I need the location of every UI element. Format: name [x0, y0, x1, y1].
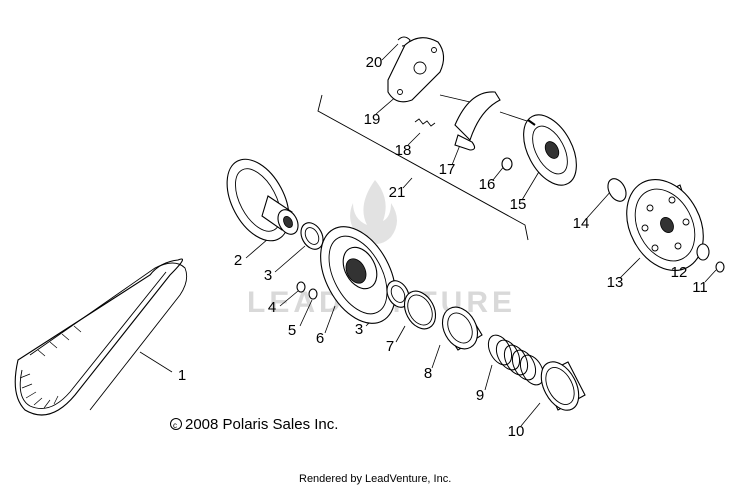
part-label-15: 15 — [510, 196, 527, 213]
part-label-16: 16 — [479, 176, 496, 193]
part-label-12: 12 — [671, 264, 688, 281]
copyright-line: c 2008 Polaris Sales Inc. — [170, 416, 338, 433]
belt — [14, 258, 188, 416]
sleeve-8 — [441, 306, 483, 351]
copyright-icon — [170, 418, 182, 430]
cup-10 — [540, 361, 586, 411]
part-label-1: 1 — [178, 367, 186, 384]
part-label-8: 8 — [424, 365, 432, 382]
assembly-bracket — [317, 94, 529, 241]
part-label-6: 6 — [316, 330, 324, 347]
fixed-sheave — [320, 226, 396, 324]
part-label-3: 3 — [355, 321, 363, 338]
spring-9 — [487, 334, 545, 386]
clip-11 — [715, 261, 725, 273]
part-label-14: 14 — [573, 215, 590, 232]
copyright-icon-glyph: c — [173, 421, 177, 430]
part-label-13: 13 — [607, 274, 624, 291]
part-label-21: 21 — [389, 184, 406, 201]
washer-3b — [386, 280, 410, 308]
plate-19 — [387, 37, 445, 103]
rendered-by-text: Rendered by LeadVenture, Inc. — [299, 473, 451, 485]
nut-16 — [501, 157, 513, 171]
part-label-7: 7 — [386, 338, 394, 355]
part-label-9: 9 — [476, 387, 484, 404]
part-label-20: 20 — [366, 54, 383, 71]
snap-ring-14 — [607, 178, 627, 202]
hub-15 — [523, 114, 577, 186]
spring-18 — [414, 118, 436, 127]
small-pin-5 — [308, 288, 318, 300]
movable-sheave — [226, 158, 299, 242]
part-label-5: 5 — [288, 322, 296, 339]
part-label-17: 17 — [439, 161, 456, 178]
part-label-11: 11 — [692, 279, 708, 296]
washer-3a — [300, 222, 324, 250]
part-label-4: 4 — [268, 299, 276, 316]
flame-icon — [350, 180, 397, 244]
copyright-text: 2008 Polaris Sales Inc. — [185, 416, 338, 433]
shoes-17 — [454, 91, 501, 151]
part-label-19: 19 — [364, 111, 381, 128]
part-label-3: 3 — [264, 267, 272, 284]
part-label-18: 18 — [395, 142, 412, 159]
small-bushing-4 — [296, 281, 306, 293]
ring-7 — [403, 290, 437, 330]
part-label-10: 10 — [508, 423, 525, 440]
part-label-2: 2 — [234, 252, 242, 269]
bushing-12 — [696, 243, 710, 261]
drum-13 — [626, 178, 704, 272]
